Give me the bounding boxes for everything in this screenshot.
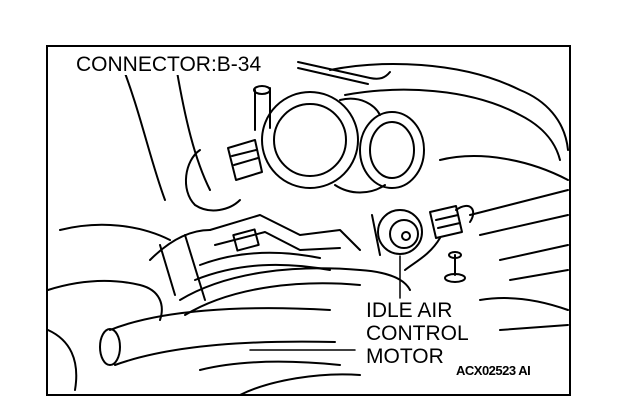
callout-line-2: CONTROL (364, 322, 471, 345)
lower-intake-tube (109, 307, 331, 331)
connector-label: CONNECTOR:B-34 (74, 53, 264, 76)
top-rod (297, 61, 391, 80)
throttle-bore (359, 111, 425, 189)
upper-hose (329, 63, 569, 151)
figure-frame (46, 45, 571, 396)
callout-line-3: MOTOR (364, 345, 446, 368)
idle-air-control-motor (377, 209, 423, 255)
callout-line-1: IDLE AIR (364, 299, 455, 322)
iac-connector (429, 205, 463, 239)
figure-code: ACX02523 AI (456, 363, 531, 378)
throttle-body-housing (261, 91, 359, 189)
throttle-position-connector (227, 139, 263, 181)
